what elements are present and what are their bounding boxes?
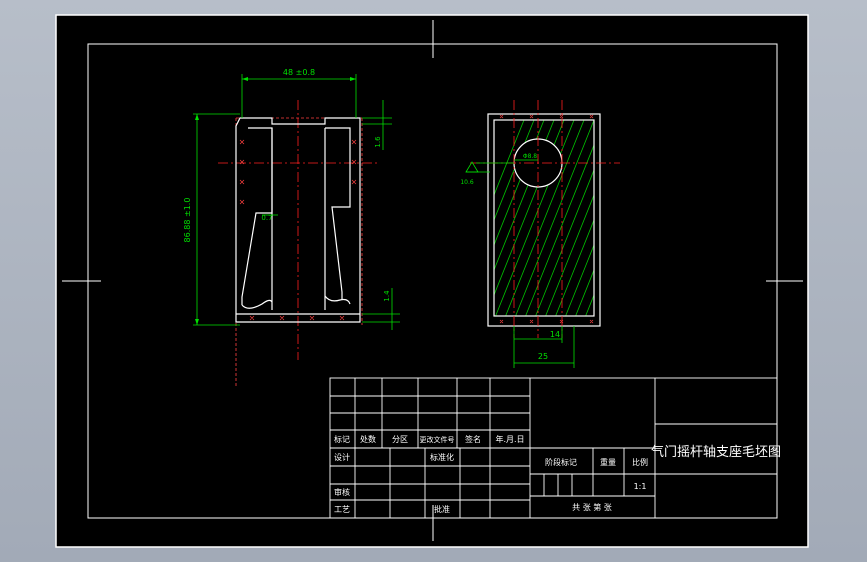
side-allowance: [499, 114, 594, 324]
dimension-top-width: 48 ±0.8: [283, 68, 315, 77]
dimension-tolerance-note: 10.6: [460, 179, 474, 186]
machining-allowance: [239, 139, 357, 321]
dimension-total-height: 86.88 ±1.0: [183, 198, 192, 243]
dimension-lines: [193, 74, 400, 330]
row-standardize: 标准化: [430, 452, 454, 462]
dimension-top-flange: 1.6: [374, 136, 382, 148]
row-design: 设计: [334, 452, 350, 462]
dimension-hole-diameter: Φ8.8: [523, 153, 537, 160]
header-change-doc: 更改文件号: [420, 435, 455, 444]
title-block[interactable]: [329, 377, 778, 519]
scale-value: 1:1: [634, 482, 647, 491]
header-signature: 签名: [465, 434, 481, 444]
dimension-width-14: 14: [550, 330, 560, 339]
header-date: 年.月.日: [495, 434, 524, 444]
stage-mark: 阶段标记: [545, 457, 577, 467]
header-count: 处数: [360, 434, 376, 444]
side-dimension-lines: [465, 159, 575, 368]
row-approve: 批准: [434, 504, 450, 514]
scale-label: 比例: [632, 457, 648, 467]
centerlines: [218, 100, 378, 360]
weight-label: 重量: [600, 457, 616, 467]
centering-marks: [62, 20, 803, 541]
header-zone: 分区: [392, 435, 408, 444]
header-mark: 标记: [334, 434, 350, 444]
row-review: 审核: [334, 487, 350, 497]
dimension-width-25: 25: [538, 352, 548, 361]
outer-frame: [55, 14, 809, 548]
side-view[interactable]: Φ8.8 10.6 14 25: [444, 100, 664, 368]
title-block-text: 标记 处数 分区 更改文件号 签名 年.月.日 设计 标准化 审核 工艺 批准 …: [334, 434, 781, 514]
drawing-title: 气门摇杆轴支座毛坯图: [651, 444, 781, 460]
row-process: 工艺: [334, 505, 350, 514]
part-outline: [235, 117, 361, 323]
dimension-chamfer: 0.7: [261, 214, 272, 222]
paper-background: [56, 15, 808, 547]
dimension-bottom-flange: 1.4: [383, 290, 391, 302]
dimension-arrows: [195, 77, 356, 325]
front-section-view[interactable]: 48 ±0.8 86.88 ±1.0 1.6 1.4 0.7: [183, 68, 400, 388]
sheet-count: 共 张 第 张: [572, 502, 612, 512]
